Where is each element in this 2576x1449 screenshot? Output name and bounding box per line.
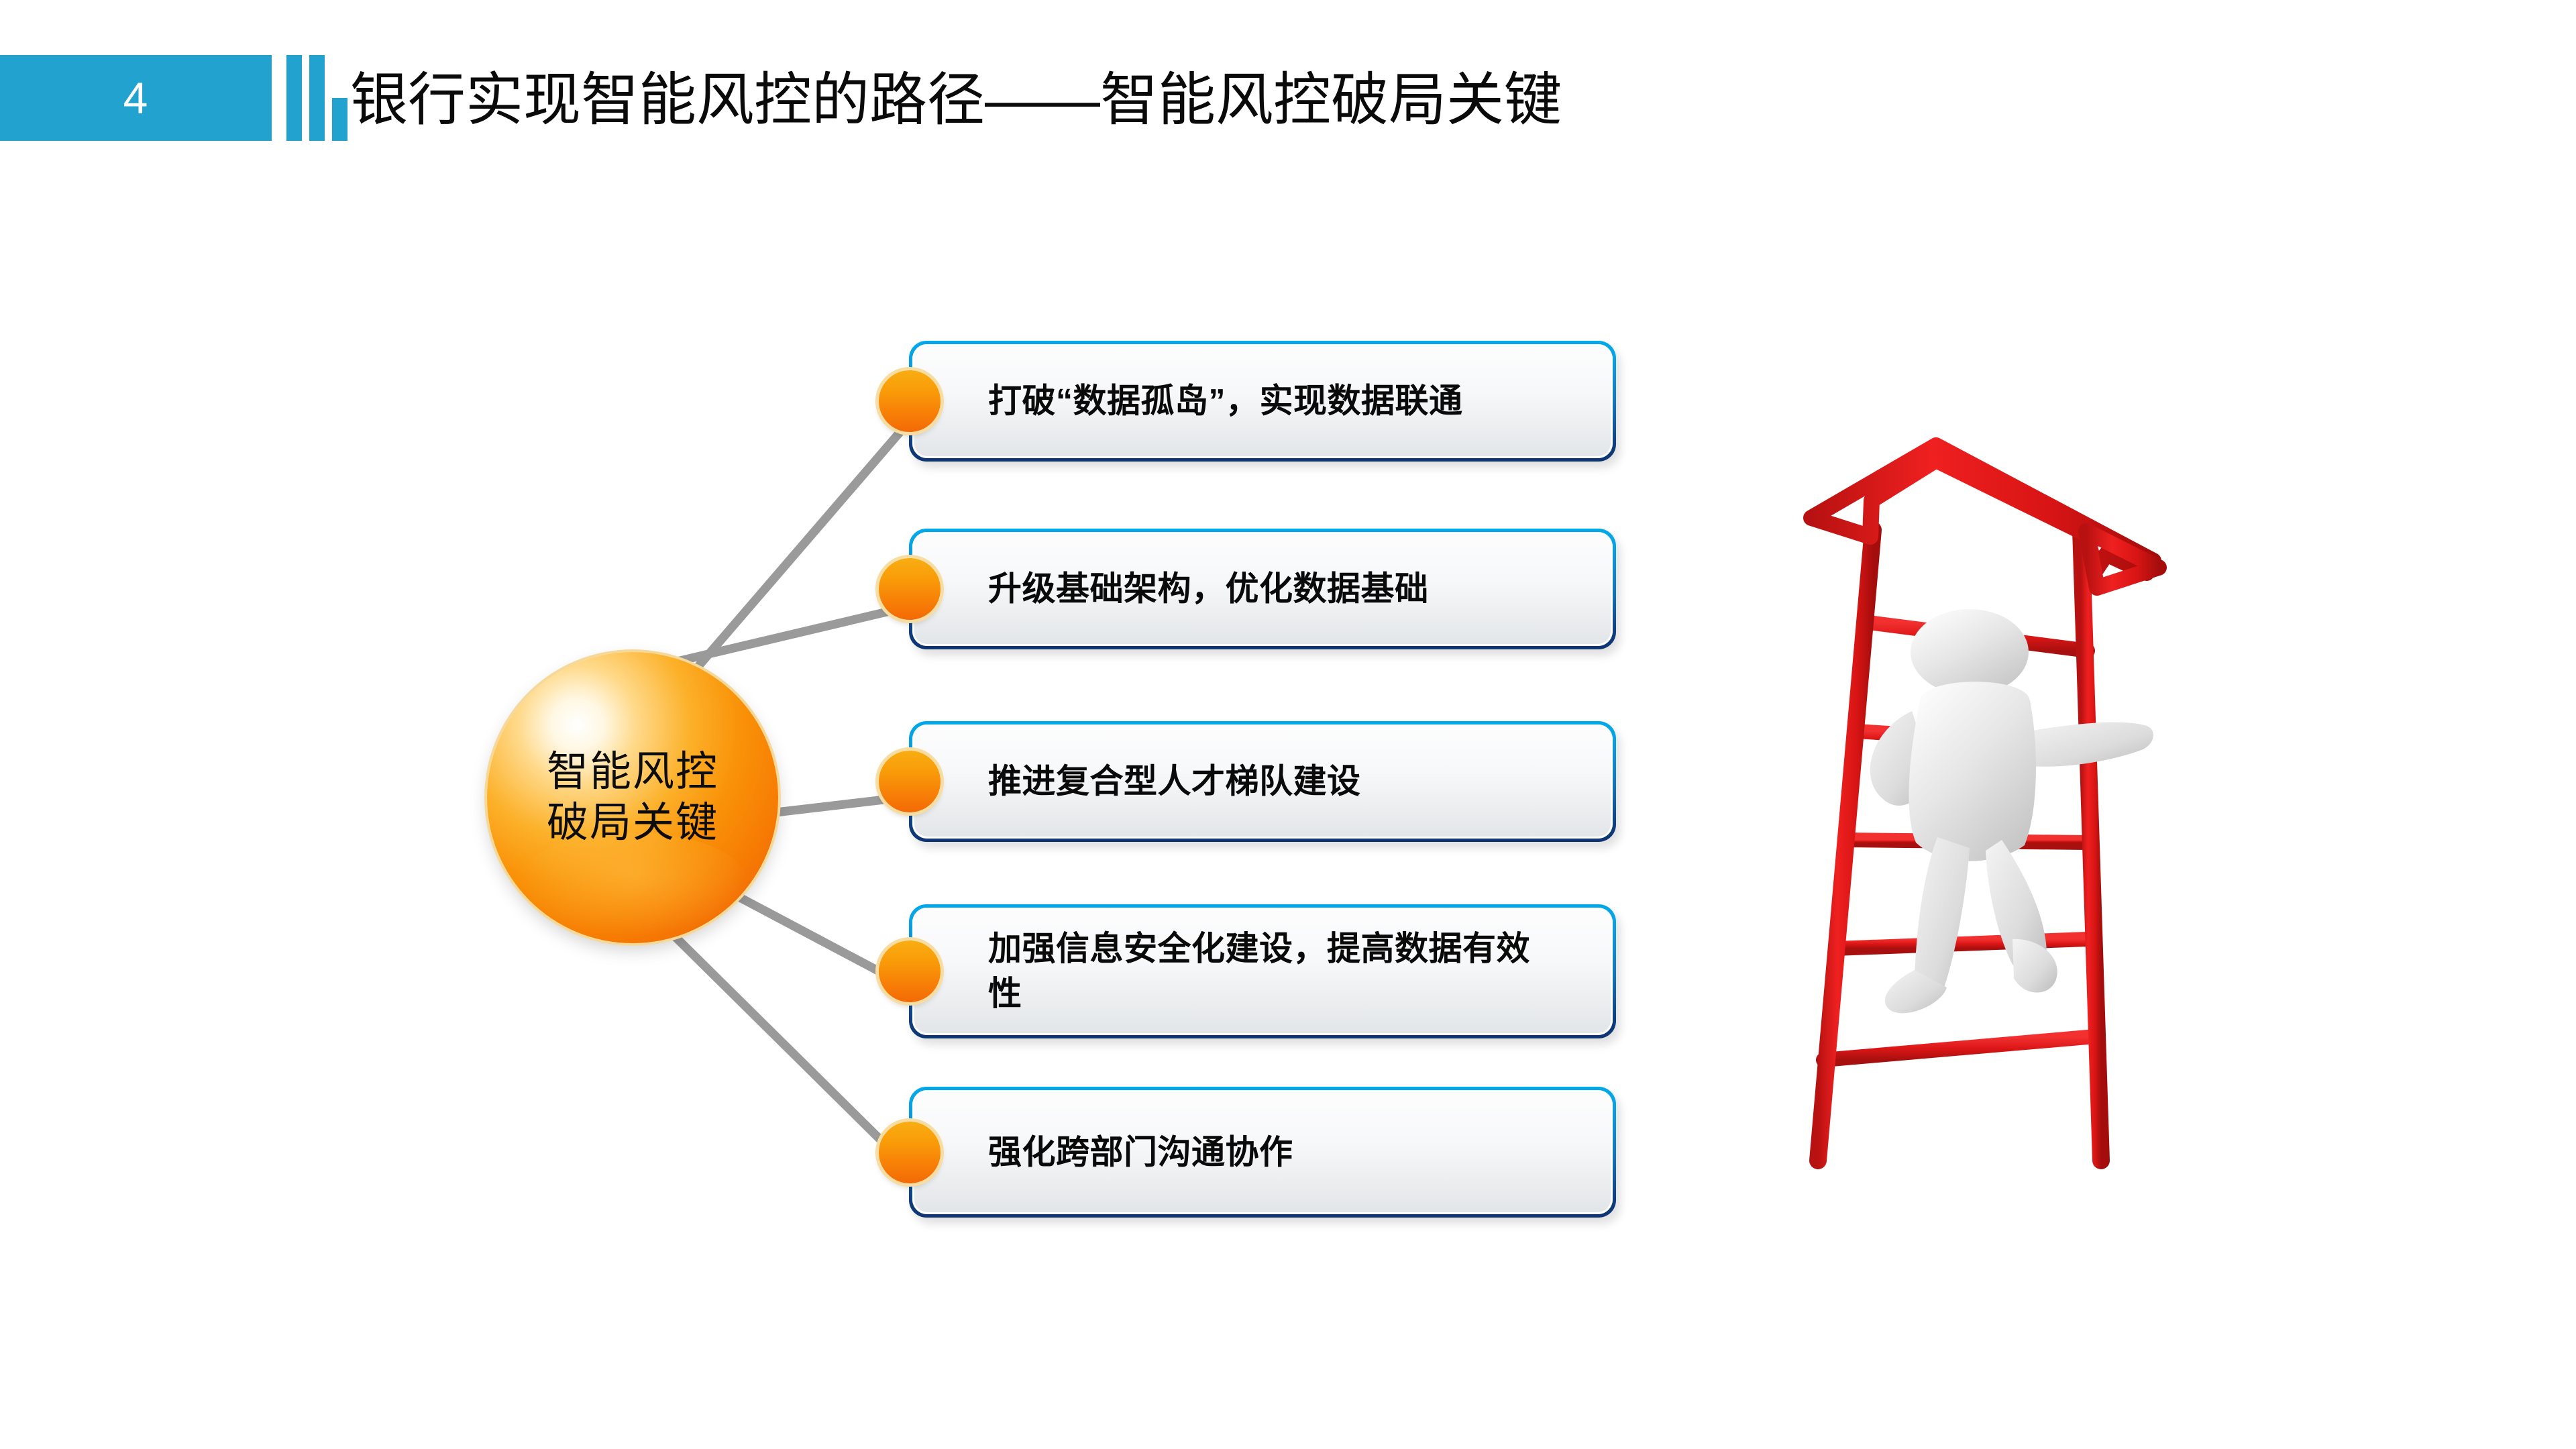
ladder-figure-svg — [1803, 437, 2167, 1169]
item-label-3: 推进复合型人才梯队建设 — [988, 762, 1361, 800]
hub-label-line-1: 智能风控 — [546, 749, 718, 796]
item-label-1: 打破“数据孤岛”，实现数据联通 — [988, 382, 1463, 420]
figure-left-leg — [1914, 837, 1970, 1002]
climbing-ladder-illustration — [1771, 429, 2200, 1181]
figure-left-foot — [1884, 970, 1947, 1014]
header-accent-bar-1 — [286, 55, 302, 141]
item-bullet-icon-5 — [879, 1121, 941, 1183]
ladder-rail-right — [2072, 521, 2110, 1169]
item-panel-inner-1 — [912, 344, 1613, 458]
item-panel-inner-3 — [912, 724, 1613, 839]
item-panel-inner-2 — [912, 532, 1613, 646]
item-bullet-icon-2 — [879, 558, 941, 620]
diagram-item-2[interactable]: 升级基础架构，优化数据基础 — [879, 529, 1616, 649]
slide-number: 4 — [123, 73, 149, 123]
item-panel-1 — [909, 341, 1616, 462]
diagram-item-3[interactable]: 推进复合型人才梯队建设 — [879, 721, 1616, 842]
ladder-rails — [1809, 521, 2110, 1169]
item-panel-3 — [909, 721, 1616, 842]
item-bullet-icon-3 — [879, 751, 941, 812]
slide-header: 4 银行实现智能风控的路径——智能风控破局关键 — [0, 0, 2576, 174]
ladder-rung-5 — [1816, 1030, 2095, 1067]
item-panel-inner-4 — [912, 908, 1613, 1035]
connector-line-1 — [671, 421, 910, 698]
figure-head — [1911, 609, 2029, 695]
connector-line-5 — [667, 929, 910, 1169]
figure-right-foot — [2012, 938, 2057, 993]
header-accent-bar-2 — [309, 55, 325, 141]
item-label-2: 升级基础架构，优化数据基础 — [988, 570, 1429, 608]
slide-number-badge: 4 — [0, 55, 272, 141]
figure-torso — [1909, 682, 2037, 861]
item-panel-4 — [909, 904, 1616, 1038]
hub-label-line-2: 破局关键 — [546, 800, 718, 846]
diagram-item-1[interactable]: 打破“数据孤岛”，实现数据联通 — [879, 341, 1616, 462]
item-panel-inner-5 — [912, 1090, 1613, 1214]
ladder-rung-4 — [1828, 932, 2094, 956]
item-bullet-icon-1 — [879, 370, 941, 432]
hub-node[interactable]: 智能风控 破局关键 — [487, 652, 778, 943]
page-title: 银行实现智能风控的路径——智能风控破局关键 — [350, 67, 1562, 132]
figure-right-leg — [1986, 840, 2047, 975]
climbing-figure — [1870, 609, 2153, 1014]
item-label-4: 加强信息安全化建设，提高数据有效性 — [988, 930, 1530, 1012]
diagram-item-5[interactable]: 强化跨部门沟通协作 — [879, 1087, 1616, 1218]
item-label-5: 强化跨部门沟通协作 — [988, 1133, 1293, 1171]
figure-right-arm — [2021, 722, 2153, 767]
ladder-rail-left — [1809, 521, 1882, 1169]
item-panel-5 — [909, 1087, 1616, 1218]
item-bullet-icon-4 — [879, 941, 941, 1002]
item-panel-2 — [909, 529, 1616, 649]
up-arrow-head — [2078, 523, 2167, 596]
diagram-item-4[interactable]: 加强信息安全化建设，提高数据有效性 — [879, 904, 1616, 1038]
header-accent-bar-3 — [332, 98, 347, 141]
